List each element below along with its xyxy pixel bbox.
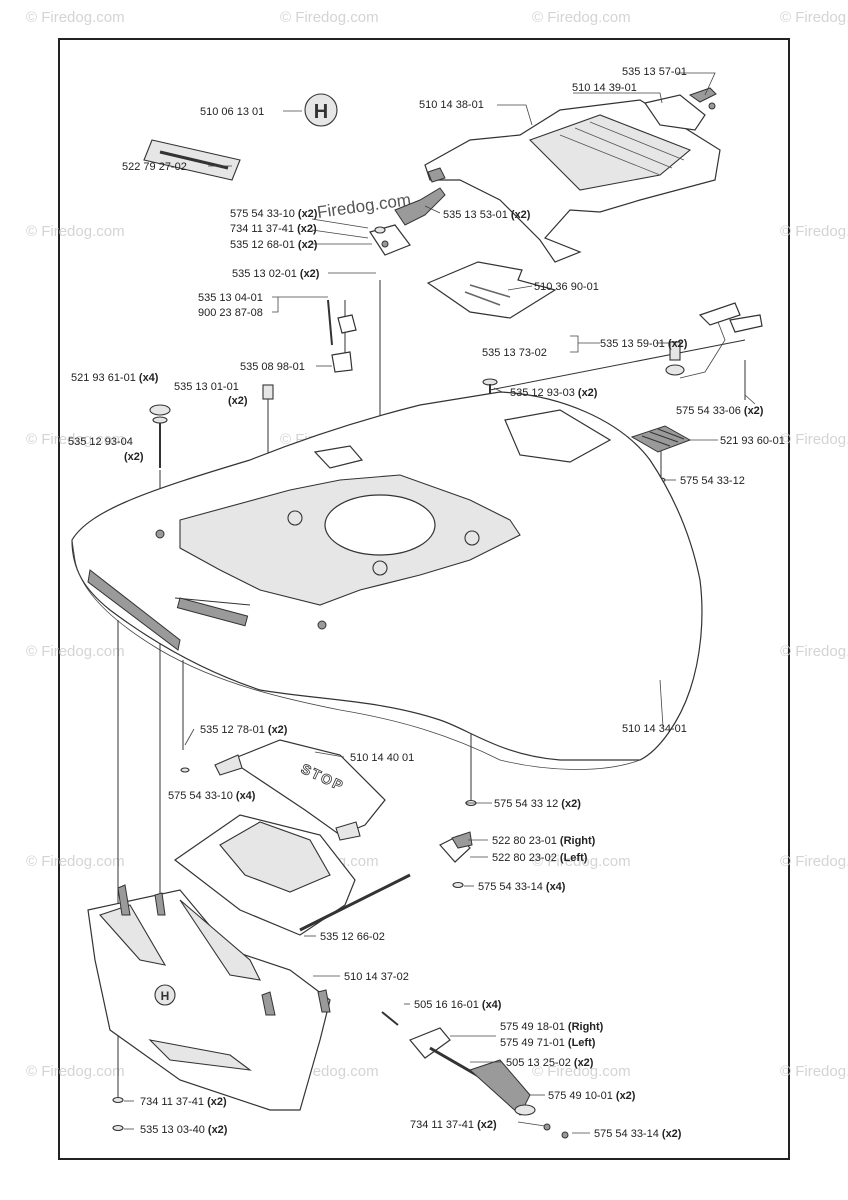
part-label: 510 14 37-02 [344, 971, 409, 983]
part-label: 535 13 02-01 (x2) [232, 268, 320, 280]
part-label: 535 13 04-01 [198, 292, 263, 304]
part-label: 522 80 23-01 (Right) [492, 835, 596, 847]
part-label: 575 54 33-14 (x2) [594, 1128, 682, 1140]
watermark-text: © Firedog.com [532, 853, 631, 870]
watermark-text: © Firedog.com [780, 1063, 848, 1080]
part-label: 510 14 40 01 [350, 752, 414, 764]
part-label: 510 14 38-01 [419, 99, 484, 111]
stop-button-cover: STOP [214, 739, 386, 841]
lid-bracket [369, 224, 411, 256]
label-plate [426, 261, 557, 319]
part-label: 535 12 93-04 [68, 436, 133, 448]
part-label: 734 11 37-41 (x2) [230, 223, 317, 235]
watermark-text: © Firedog.com [532, 9, 631, 26]
svg-text:H: H [161, 989, 170, 1003]
part-label: 575 54 33-12 [680, 475, 745, 487]
hinge-bracket [644, 87, 717, 131]
watermark-text: © Firedog.com [280, 9, 379, 26]
part-label-qty: (x2) [228, 395, 248, 407]
part-label: 535 13 03-40 (x2) [140, 1124, 228, 1136]
part-label: 505 16 16-01 (x4) [414, 999, 502, 1011]
part-label: 535 12 93-03 (x2) [510, 387, 598, 399]
part-label-qty: (x2) [124, 451, 144, 463]
part-label: 510 06 13 01 [200, 106, 264, 118]
part-label: 535 08 98-01 [240, 361, 305, 373]
part-label: 575 49 71-01 (Left) [500, 1037, 596, 1049]
part-label: 522 80 23-02 (Left) [492, 852, 588, 864]
part-label: 522 79 27-02 [122, 161, 187, 173]
watermark-text: © Firedog.com [780, 643, 848, 660]
part-label: 575 54 33-06 (x2) [676, 405, 764, 417]
watermark-text: © Firedog.com [26, 853, 125, 870]
part-label: 535 12 68-01 (x2) [230, 239, 318, 251]
front-bumper: H [87, 884, 331, 1132]
watermark-text: © Firedog.com [26, 1063, 125, 1080]
husqvarna-logo-badge: H [304, 93, 338, 127]
part-label: 535 12 66-02 [320, 931, 385, 943]
latch [394, 167, 446, 226]
part-label: 510 36 90-01 [534, 281, 599, 293]
part-label: 575 54 33 12 (x2) [494, 798, 581, 810]
part-label: 575 54 33-14 (x4) [478, 881, 566, 893]
part-label: 510 14 34-01 [622, 723, 687, 735]
leader-lines [124, 72, 756, 1134]
part-label: 535 12 78-01 (x2) [200, 724, 288, 736]
decal-strip [143, 139, 241, 181]
part-label: 535 13 73-02 [482, 347, 547, 359]
diagram-frame [58, 38, 790, 1160]
part-label: 575 49 10-01 (x2) [548, 1090, 636, 1102]
watermark-text: © Firedog.com [26, 223, 125, 240]
part-label: 510 14 39-01 [572, 82, 637, 94]
watermark-text: © Firedog.com [780, 223, 848, 240]
svg-text:H: H [314, 101, 328, 123]
watermark-text: © Firedog.com [780, 9, 848, 26]
part-label: 535 13 53-01 (x2) [443, 209, 531, 221]
top-hatch-cover [424, 99, 721, 263]
watermark-text: © Firedog.com [532, 1063, 631, 1080]
part-label: 535 13 57-01 [622, 66, 687, 78]
watermark-center: Firedog.com [316, 190, 412, 222]
hinge-arm [679, 302, 763, 379]
part-label: 575 54 33-10 (x2) [230, 208, 318, 220]
part-label: 535 13 59-01 (x2) [600, 338, 688, 350]
small-hardware [149, 299, 685, 468]
watermark-text: © Firedog.com [780, 431, 848, 448]
part-label: 734 11 37-41 (x2) [410, 1119, 497, 1131]
watermark-text: © Firedog.com [26, 9, 125, 26]
wheel-suspension-assembly [381, 1011, 569, 1139]
watermark-text: © Firedog.com [26, 643, 125, 660]
part-label: 900 23 87-08 [198, 307, 263, 319]
part-label: 535 13 01-01 [174, 381, 239, 393]
part-label: 505 13 25-02 (x2) [506, 1057, 594, 1069]
display-cover [173, 814, 411, 936]
part-label: 734 11 37-41 (x2) [140, 1096, 227, 1108]
watermark-text: © Firedog.com [26, 431, 125, 448]
watermark-text: © Firedog.com [780, 853, 848, 870]
main-body-shell [71, 391, 703, 770]
part-label: 521 93 61-01 (x4) [71, 372, 159, 384]
part-label: 575 54 33-10 (x4) [168, 790, 256, 802]
part-label: 521 93 60-01 [720, 435, 785, 447]
part-label: 575 49 18-01 (Right) [500, 1021, 604, 1033]
part-labels: 535 13 57-01 510 14 39-01 510 06 13 01 5… [68, 66, 785, 1140]
